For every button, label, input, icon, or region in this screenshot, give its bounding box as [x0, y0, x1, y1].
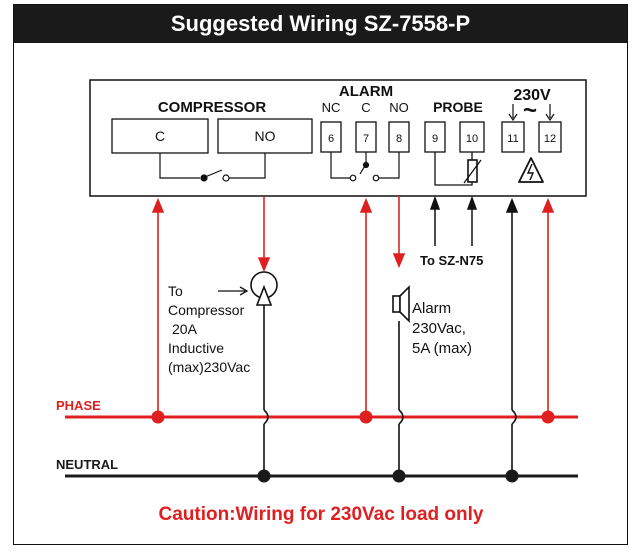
compressor-motor-icon: [250, 271, 278, 306]
wire-power-11: [505, 197, 519, 476]
phase-junction-alarm: [359, 410, 373, 424]
svg-text:8: 8: [396, 133, 402, 145]
svg-text:11: 11: [507, 133, 518, 145]
svg-text:Inductive: Inductive: [168, 340, 224, 356]
svg-text:10: 10: [466, 133, 478, 145]
svg-text:Alarm: Alarm: [412, 300, 451, 317]
probe-label: PROBE: [433, 99, 483, 115]
controller-body: [89, 79, 587, 197]
wiring-diagram-frame: Suggested Wiring SZ-7558-P: [13, 4, 628, 545]
svg-text:5A (max): 5A (max): [412, 340, 472, 357]
svg-text:12: 12: [544, 133, 556, 145]
phase-junction-comp: [151, 410, 165, 424]
ac-symbol: ~: [523, 97, 537, 124]
phase-label: PHASE: [56, 398, 101, 413]
wire-probe-10: [466, 195, 478, 246]
alarm-buzzer-icon: [392, 285, 410, 323]
terminal-comp-c-label: C: [155, 128, 165, 144]
diagram-title: Suggested Wiring SZ-7558-P: [14, 5, 627, 43]
neutral-junction-comp: [257, 469, 271, 483]
compressor-label: COMPRESSOR: [158, 99, 267, 116]
svg-text:To: To: [168, 283, 183, 299]
neutral-junction-alarm: [392, 469, 406, 483]
alarm-label: ALARM: [339, 83, 393, 100]
terminal-8: 8: [388, 121, 410, 153]
compressor-pointer-arrow-icon: [218, 286, 249, 296]
svg-text:7: 7: [363, 133, 369, 145]
wire-alarm-c: [359, 197, 373, 417]
terminal-7: 7: [355, 121, 377, 153]
svg-text:9: 9: [432, 133, 438, 145]
terminal-6: 6: [320, 121, 342, 153]
probe-target-label: To SZ-N75: [420, 253, 483, 268]
svg-text:(max)230Vac: (max)230Vac: [168, 359, 250, 375]
compressor-relay-contact-icon: [159, 153, 266, 182]
compressor-note: To Compressor 20A Inductive (max)230Vac: [168, 283, 250, 375]
alarm-c-label: C: [361, 100, 370, 115]
wire-compressor-no: [257, 196, 271, 273]
phase-junction-power: [541, 410, 555, 424]
alarm-nc-label: NC: [322, 100, 341, 115]
alarm-no-label: NO: [389, 100, 409, 115]
alarm-relay-contact-icon: [330, 152, 400, 182]
alarm-note: Alarm 230Vac, 5A (max): [412, 300, 472, 357]
terminal-11: 11: [501, 121, 525, 153]
voltage-label: 230V: [513, 87, 551, 104]
wire-alarm-no: [392, 196, 406, 269]
wire-alarm-to-neutral: [398, 321, 404, 476]
terminal-12: 12: [538, 121, 562, 153]
probe-sensor-icon: [434, 152, 482, 186]
svg-text:Compressor: Compressor: [168, 302, 245, 318]
arrow-12-icon: [545, 104, 555, 122]
terminal-10: 10: [459, 121, 485, 153]
wire-compressor-to-neutral: [263, 305, 269, 476]
neutral-junction-power: [505, 469, 519, 483]
wire-power-12: [541, 197, 555, 417]
high-voltage-warning-icon: [518, 157, 544, 183]
caution-text: Caution:Wiring for 230Vac load only: [159, 504, 484, 525]
svg-text:20A: 20A: [172, 321, 198, 337]
neutral-label: NEUTRAL: [56, 457, 118, 472]
arrow-11-icon: [508, 104, 518, 122]
svg-text:230Vac,: 230Vac,: [412, 320, 466, 337]
wire-compressor-c: [151, 197, 165, 417]
terminal-9: 9: [424, 121, 446, 153]
terminal-comp-no-label: NO: [255, 128, 276, 144]
svg-text:6: 6: [328, 133, 334, 145]
wire-probe-9: [429, 195, 441, 246]
